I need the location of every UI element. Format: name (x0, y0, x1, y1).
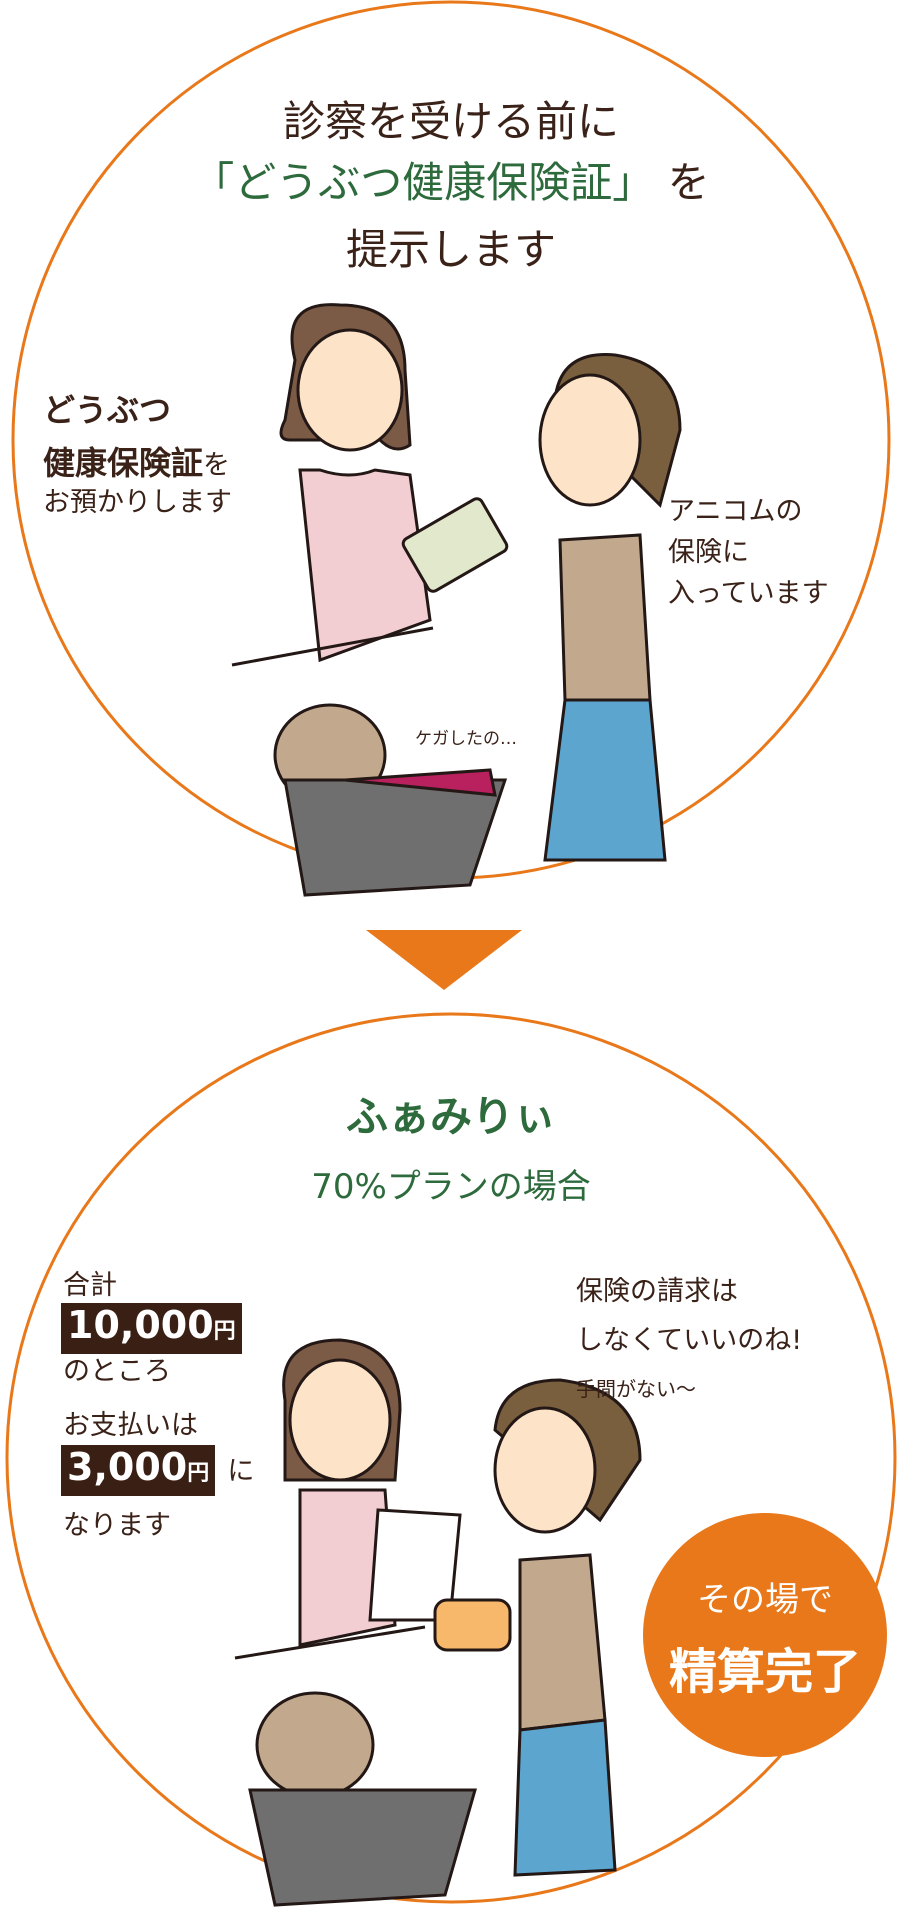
owner-figure-2 (433, 1378, 642, 1877)
badge-line2: 精算完了 (668, 1644, 861, 1700)
staff-figure (231, 303, 434, 667)
total-amount: 10,000 (67, 1303, 214, 1347)
plan-detail: 70%プランの場合 (311, 1167, 591, 1207)
staff-speech-line1: どうぶつ (43, 391, 172, 429)
plan-name: ふぁみりぃ (345, 1092, 556, 1141)
pay-unit: 円 (187, 1461, 210, 1486)
pay-label: お支払いは (63, 1410, 198, 1441)
owner-speech-line3: 入っています (668, 578, 829, 609)
down-arrow-icon (366, 930, 522, 990)
step1-heading-line2: 「どうぶつ健康保険証」 を (0, 158, 902, 208)
total-unit: 円 (213, 1319, 236, 1344)
wallet-icon (433, 1598, 512, 1652)
instant-settlement-badge (643, 1513, 887, 1757)
pet-speech: ケガしたの… (415, 729, 517, 749)
pay-amount-row: 3,000円 に (61, 1445, 254, 1496)
step1-heading-line1: 診察を受ける前に (282, 97, 619, 146)
pay-suffix: に (227, 1456, 255, 1487)
owner2-line3: 手間がない〜 (576, 1377, 696, 1401)
particle: を (203, 450, 231, 481)
sad-dog-figure (273, 703, 508, 897)
insurance-card-icon (401, 497, 509, 593)
total-label: 合計 (63, 1270, 117, 1301)
owner2-line2: しなくていいのね! (576, 1325, 803, 1356)
staff-speech-line2: 健康保険証を (43, 438, 230, 484)
total-suffix: のところ (63, 1356, 171, 1387)
step1-heading-line3: 提示します (345, 225, 556, 274)
badge-line1: その場で (697, 1580, 833, 1620)
heading-particle: を (667, 158, 710, 207)
happy-dog-figure (248, 1691, 477, 1907)
owner2-line1: 保険の請求は (576, 1276, 738, 1307)
total-amount-box: 10,000円 (61, 1303, 242, 1354)
pay-end: なります (63, 1510, 171, 1541)
owner-speech-line1: アニコムの (668, 496, 803, 527)
staff-figure-2 (234, 1338, 462, 1660)
pay-amount: 3,000 (67, 1445, 188, 1489)
health-card-name: 「どうぶつ健康保険証」 (192, 158, 655, 207)
owner-speech-line2: 保険に (668, 537, 749, 568)
owner-figure (401, 353, 682, 862)
health-card-label: 健康保険証 (43, 444, 204, 482)
staff-speech-line3: お預かりします (43, 487, 232, 518)
